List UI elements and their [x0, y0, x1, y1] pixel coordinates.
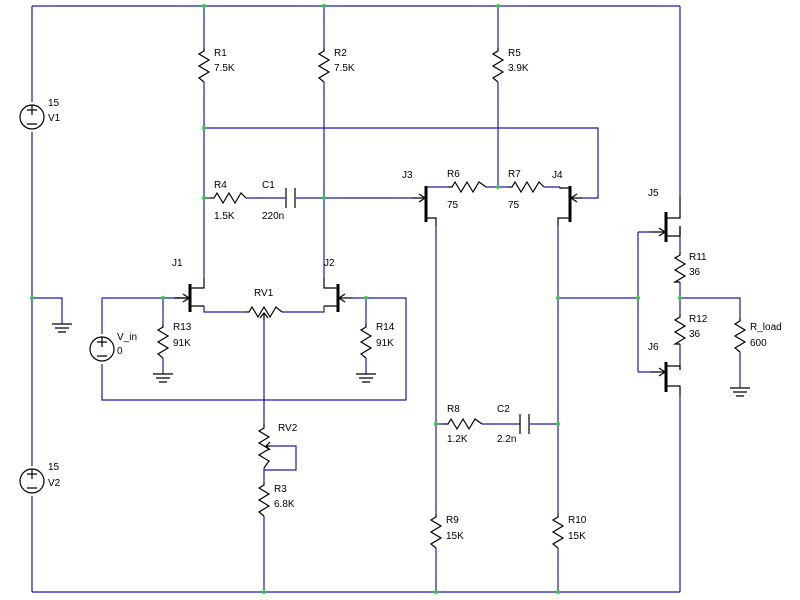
r9-value: 15K [446, 531, 464, 542]
resistor-r14: R14 91K [359, 322, 395, 359]
r9-label: R9 [446, 515, 459, 526]
r3-label: R3 [274, 484, 287, 495]
r5-label: R5 [508, 48, 521, 59]
r6-label: R6 [447, 169, 460, 180]
jfet-j3: J3 [402, 170, 437, 226]
r13-label: R13 [173, 322, 192, 333]
r6-value: 75 [447, 200, 459, 211]
resistor-r3: R3 6.8K [257, 482, 295, 517]
resistor-r12: R12 36 [672, 314, 708, 345]
j5-label: J5 [648, 188, 659, 199]
r7-label: R7 [508, 169, 521, 180]
r3-value: 6.8K [274, 499, 295, 510]
resistor-r1: R1 7.5K [197, 48, 235, 83]
resistor-r11: R11 36 [672, 252, 707, 283]
r-load-label: R_load [750, 322, 782, 333]
r14-label: R14 [376, 322, 395, 333]
r4-value: 1.5K [214, 211, 235, 222]
jfet-j4: J4 [552, 170, 582, 226]
v2-value: 15 [48, 462, 60, 473]
j1-label: J1 [172, 258, 183, 269]
r1-label: R1 [214, 48, 227, 59]
j3-label: J3 [402, 170, 413, 181]
r4-label: R4 [214, 180, 227, 191]
resistor-r6: R6 75 [447, 169, 487, 211]
rv2-label: RV2 [278, 423, 298, 434]
v2-label: V2 [48, 478, 61, 489]
rv1-label: RV1 [254, 288, 274, 299]
voltage-source-v2: 15 V2 [19, 462, 61, 494]
ground-icon [153, 373, 173, 383]
c2-label: C2 [497, 404, 510, 415]
r5-value: 3.9K [508, 63, 529, 74]
r1-value: 7.5K [214, 63, 235, 74]
voltage-source-v1: 15 V1 [19, 98, 61, 130]
r14-value: 91K [376, 338, 394, 349]
r8-label: R8 [447, 404, 460, 415]
capacitor-c2: C2 2.2n [497, 404, 530, 445]
capacitor-c1: C1 220n [262, 180, 296, 222]
jfet-j5: J5 [648, 188, 681, 242]
potentiometer-rv1: RV1 [246, 288, 283, 320]
r12-label: R12 [689, 314, 708, 325]
r11-value: 36 [689, 267, 701, 278]
ground-icon [730, 387, 750, 397]
resistor-r9: R9 15K [429, 514, 464, 549]
r8-value: 1.2K [447, 434, 468, 445]
v1-value: 15 [48, 98, 60, 109]
v-in-value: 0 [117, 346, 123, 357]
r12-value: 36 [689, 329, 701, 340]
c1-label: C1 [262, 180, 275, 191]
resistor-r4: R4 1.5K [210, 180, 247, 222]
v1-label: V1 [48, 113, 61, 124]
potentiometer-rv2: RV2 [257, 423, 298, 469]
j2-label: J2 [324, 258, 335, 269]
c1-value: 220n [262, 211, 284, 222]
j4-label: J4 [552, 170, 563, 181]
v-in-label: V_in [117, 332, 137, 343]
resistor-r13: R13 91K [156, 322, 192, 359]
junction-nodes [30, 4, 682, 594]
resistor-r5: R5 3.9K [491, 48, 529, 83]
voltage-source-v-in: V_in 0 [89, 332, 137, 362]
ground-icon [356, 373, 376, 383]
resistor-r2: R2 7.5K [317, 48, 355, 83]
wires [31, 5, 741, 593]
r7-value: 75 [508, 200, 520, 211]
resistor-r7: R7 75 [508, 169, 545, 211]
c2-value: 2.2n [497, 434, 516, 445]
r-load-value: 600 [750, 338, 767, 349]
resistor-r10: R10 15K [551, 514, 587, 549]
ground-icon [52, 323, 72, 333]
r2-value: 7.5K [334, 63, 355, 74]
resistor-r8: R8 1.2K [444, 404, 483, 445]
jfet-j2: J2 [323, 258, 352, 312]
resistor-r-load: R_load 600 [733, 318, 782, 353]
jfet-j1: J1 [172, 258, 205, 312]
r11-label: R11 [689, 252, 707, 263]
r10-value: 15K [568, 531, 586, 542]
jfet-j6: J6 [648, 342, 681, 396]
r13-value: 91K [173, 338, 191, 349]
j6-label: J6 [648, 342, 659, 353]
r10-label: R10 [568, 515, 587, 526]
r2-label: R2 [334, 48, 347, 59]
